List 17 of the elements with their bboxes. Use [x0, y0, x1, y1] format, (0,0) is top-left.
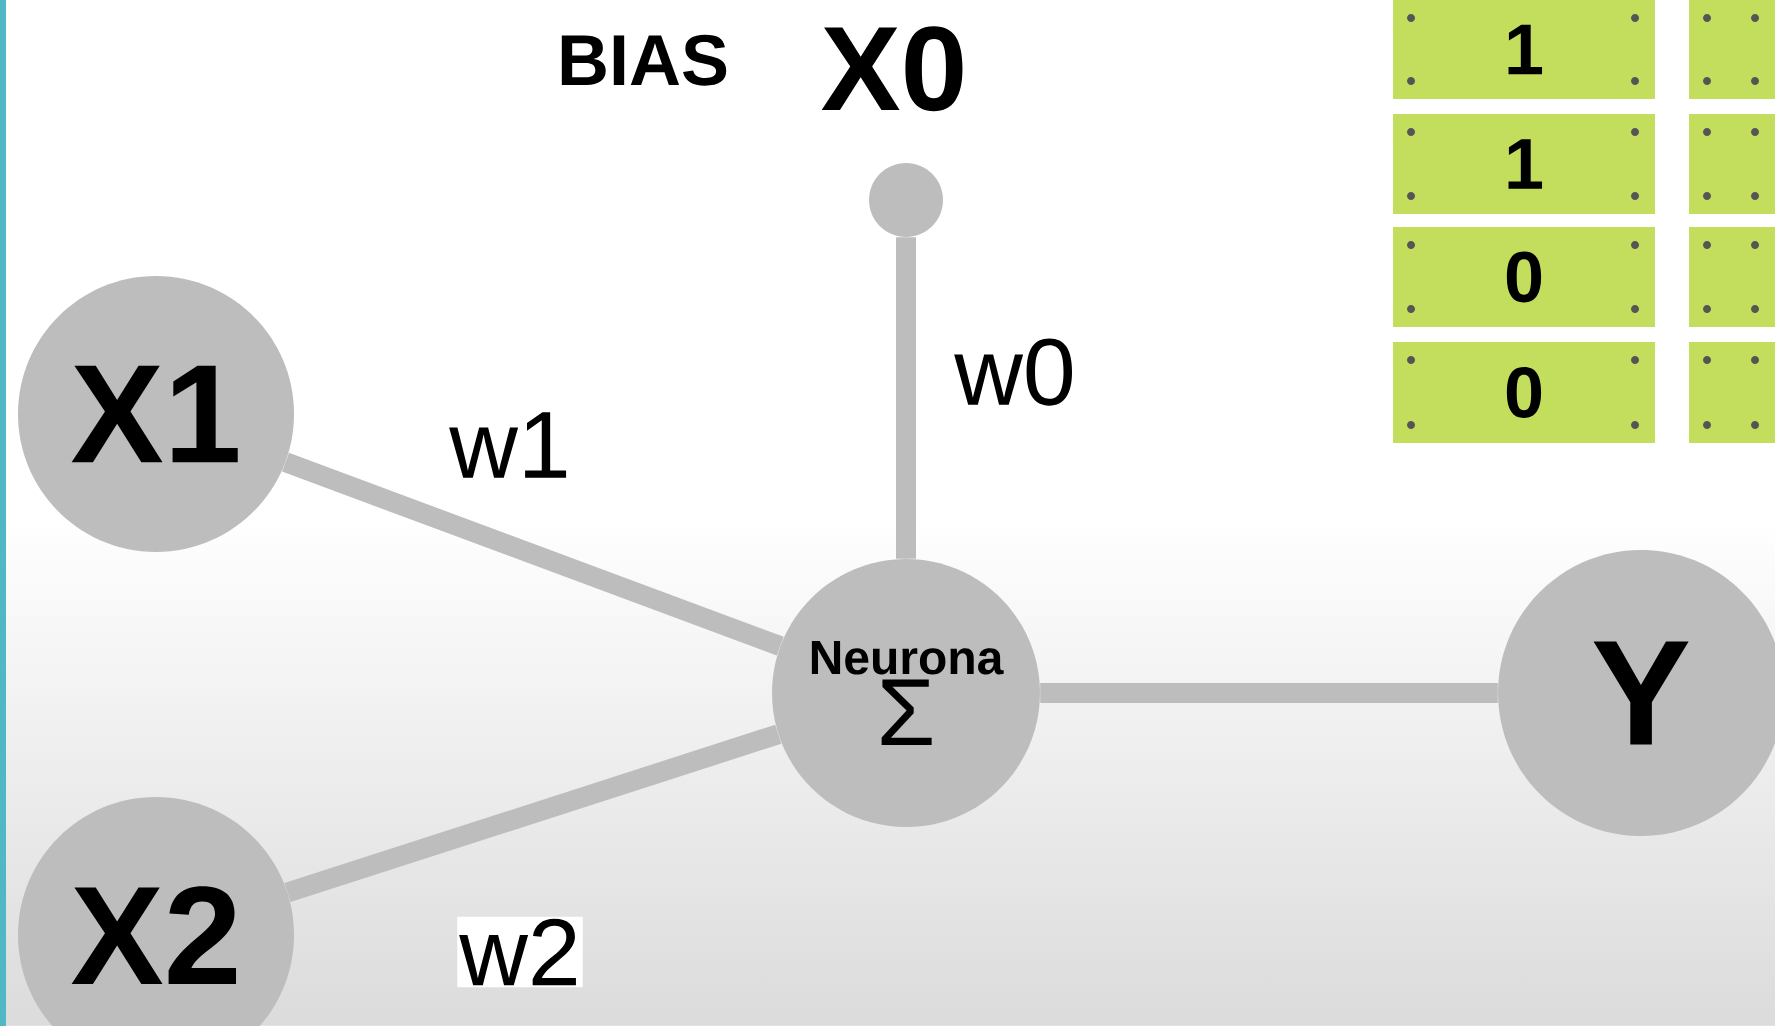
edge-label: w2: [457, 916, 583, 988]
connector-line: [896, 237, 916, 559]
table-cell: [1689, 114, 1775, 214]
table-cell: 0: [1393, 342, 1655, 443]
edge-label: w1: [447, 410, 573, 480]
table-cell: [1689, 342, 1775, 443]
table-cell: [1689, 0, 1775, 99]
node-label: X0: [821, 26, 963, 112]
table-cell: 1: [1393, 114, 1655, 214]
node-caption: BIAS: [561, 34, 727, 86]
connector-line: [1040, 683, 1498, 703]
connector-line: [282, 452, 784, 656]
edge-label: w0: [952, 336, 1078, 408]
table-cell: 1: [1393, 0, 1655, 99]
table-cell: 0: [1393, 227, 1655, 327]
connector-line: [284, 724, 782, 903]
table-cell: [1689, 227, 1775, 327]
